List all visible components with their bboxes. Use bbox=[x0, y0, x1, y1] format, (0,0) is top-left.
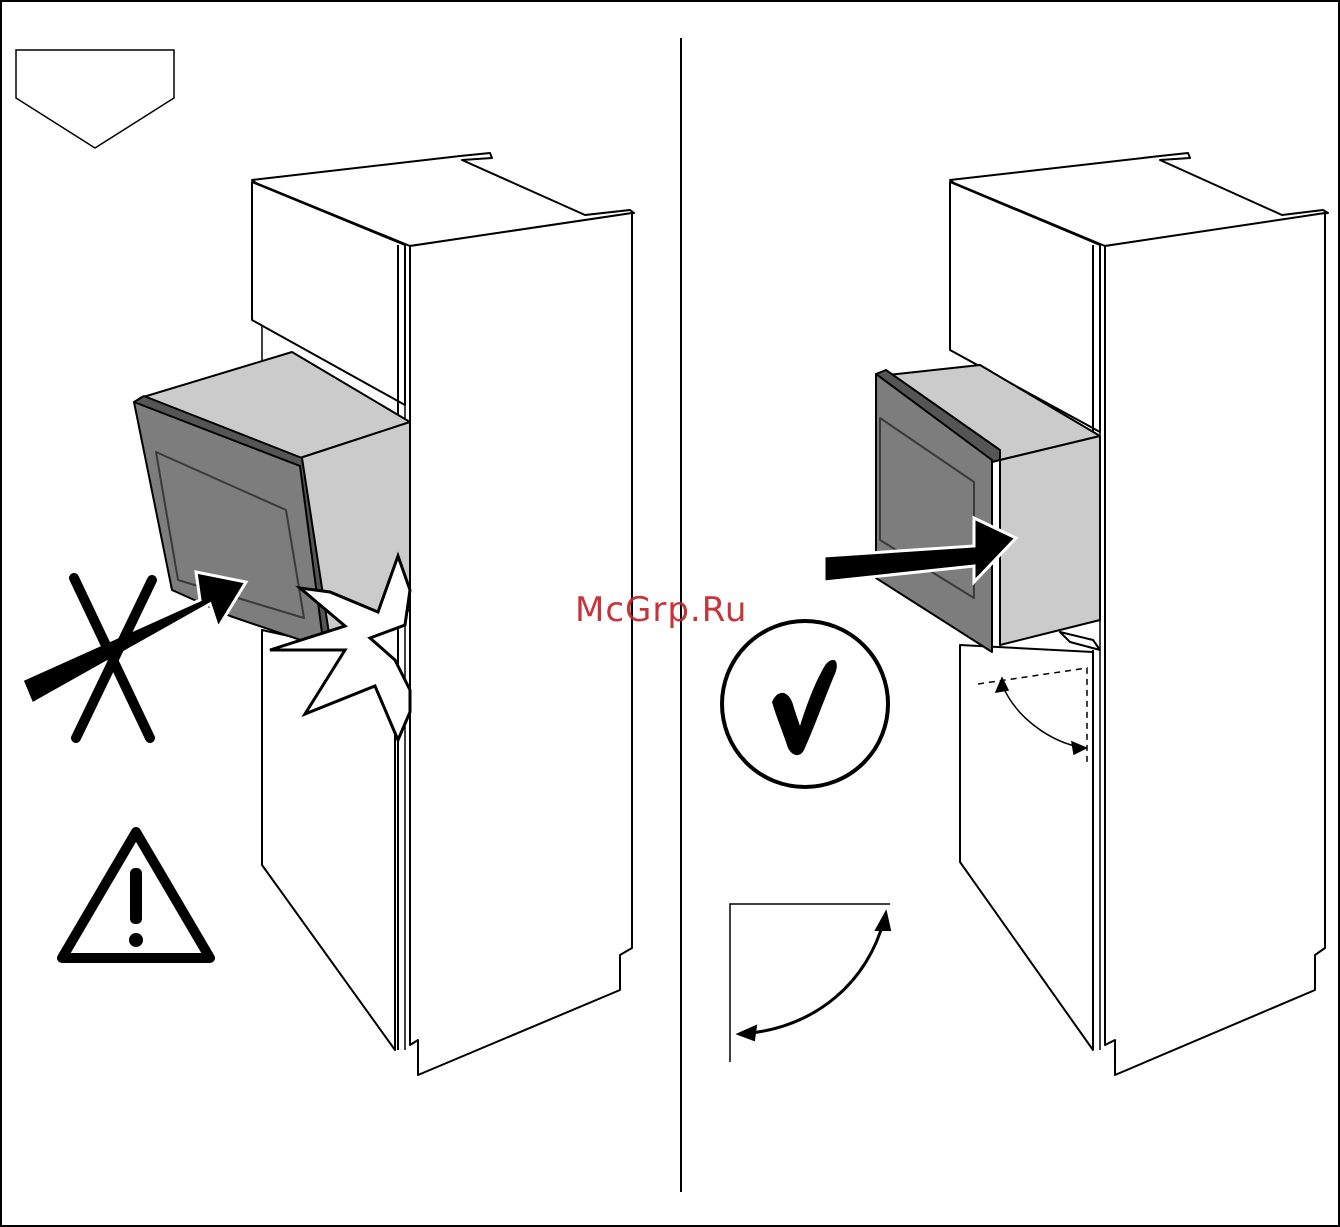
lower-cabinet bbox=[960, 645, 1093, 1050]
door-swing-angle-icon bbox=[730, 904, 890, 1062]
warning-triangle-icon bbox=[62, 832, 210, 958]
watermark-text: McGrp.Ru bbox=[575, 590, 747, 630]
tall-side-panel bbox=[410, 213, 632, 1075]
oven-incorrect bbox=[134, 352, 410, 650]
arrow-icon bbox=[22, 572, 246, 704]
checkmark-circle-icon bbox=[722, 621, 888, 787]
step-marker-icon bbox=[16, 50, 174, 148]
tall-side-panel bbox=[1105, 213, 1325, 1075]
